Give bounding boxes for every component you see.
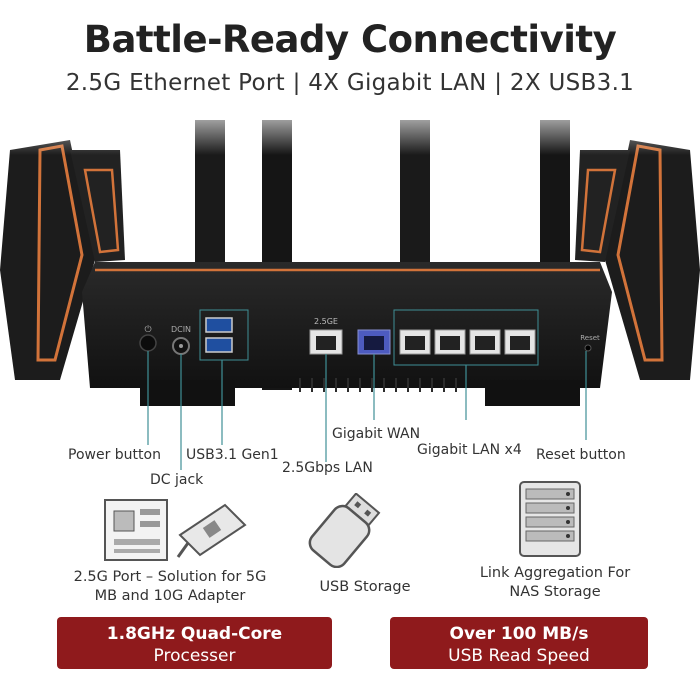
label-usb: USB3.1 Gen1 (186, 447, 279, 463)
usb-storage-icon (308, 493, 381, 568)
router-illustration: ⏻ DCIN 2.5GE Reset (0, 95, 700, 470)
callout-lines (147, 351, 587, 470)
ports-lan-x4 (393, 309, 539, 366)
badge-usb-speed: Over 100 MB/s USB Read Speed (390, 617, 648, 669)
badge-cpu-line2: Processer (153, 646, 236, 666)
feature-2-5g-port: 2.5G Port – Solution for 5G MB and 10G A… (73, 569, 267, 604)
reset-marking: Reset (580, 334, 600, 342)
nas-storage-icon (519, 481, 581, 557)
reset-button: Reset (580, 334, 600, 352)
label-reset-button: Reset button (536, 447, 626, 463)
label-2-5g-lan: 2.5Gbps LAN (282, 460, 373, 476)
feature-usb-storage: USB Storage (319, 579, 411, 595)
feature-link-aggregation: Link Aggregation For NAS Storage (479, 565, 631, 600)
right-antenna-frame (575, 140, 700, 380)
label-power-button: Power button (68, 447, 161, 463)
page-title: Battle-Ready Connectivity (83, 18, 617, 61)
svg-text:⏻: ⏻ (144, 324, 151, 335)
port-wan (357, 329, 391, 355)
usb-ports (199, 309, 249, 361)
2-5ge-marking: 2.5GE (314, 317, 338, 326)
label-dc-jack: DC jack (150, 472, 204, 488)
badge-cpu-line1: 1.8GHz Quad-Core (106, 624, 283, 644)
badge-speed-line2: USB Read Speed (448, 646, 590, 666)
router-body (82, 262, 612, 406)
badge-cpu: 1.8GHz Quad-Core Processer (57, 617, 332, 669)
label-wan: Gigabit WAN (332, 426, 421, 442)
badge-speed-line1: Over 100 MB/s (449, 624, 589, 644)
port-2-5g-lan: 2.5GE (309, 317, 343, 355)
label-lan-x4: Gigabit LAN x4 (417, 442, 522, 458)
dcin-marking: DCIN (171, 325, 191, 334)
left-antenna-frame (0, 140, 125, 380)
page-subtitle: 2.5G Ethernet Port | 4X Gigabit LAN | 2X… (65, 70, 635, 96)
motherboard-adapter-icon (104, 499, 247, 561)
